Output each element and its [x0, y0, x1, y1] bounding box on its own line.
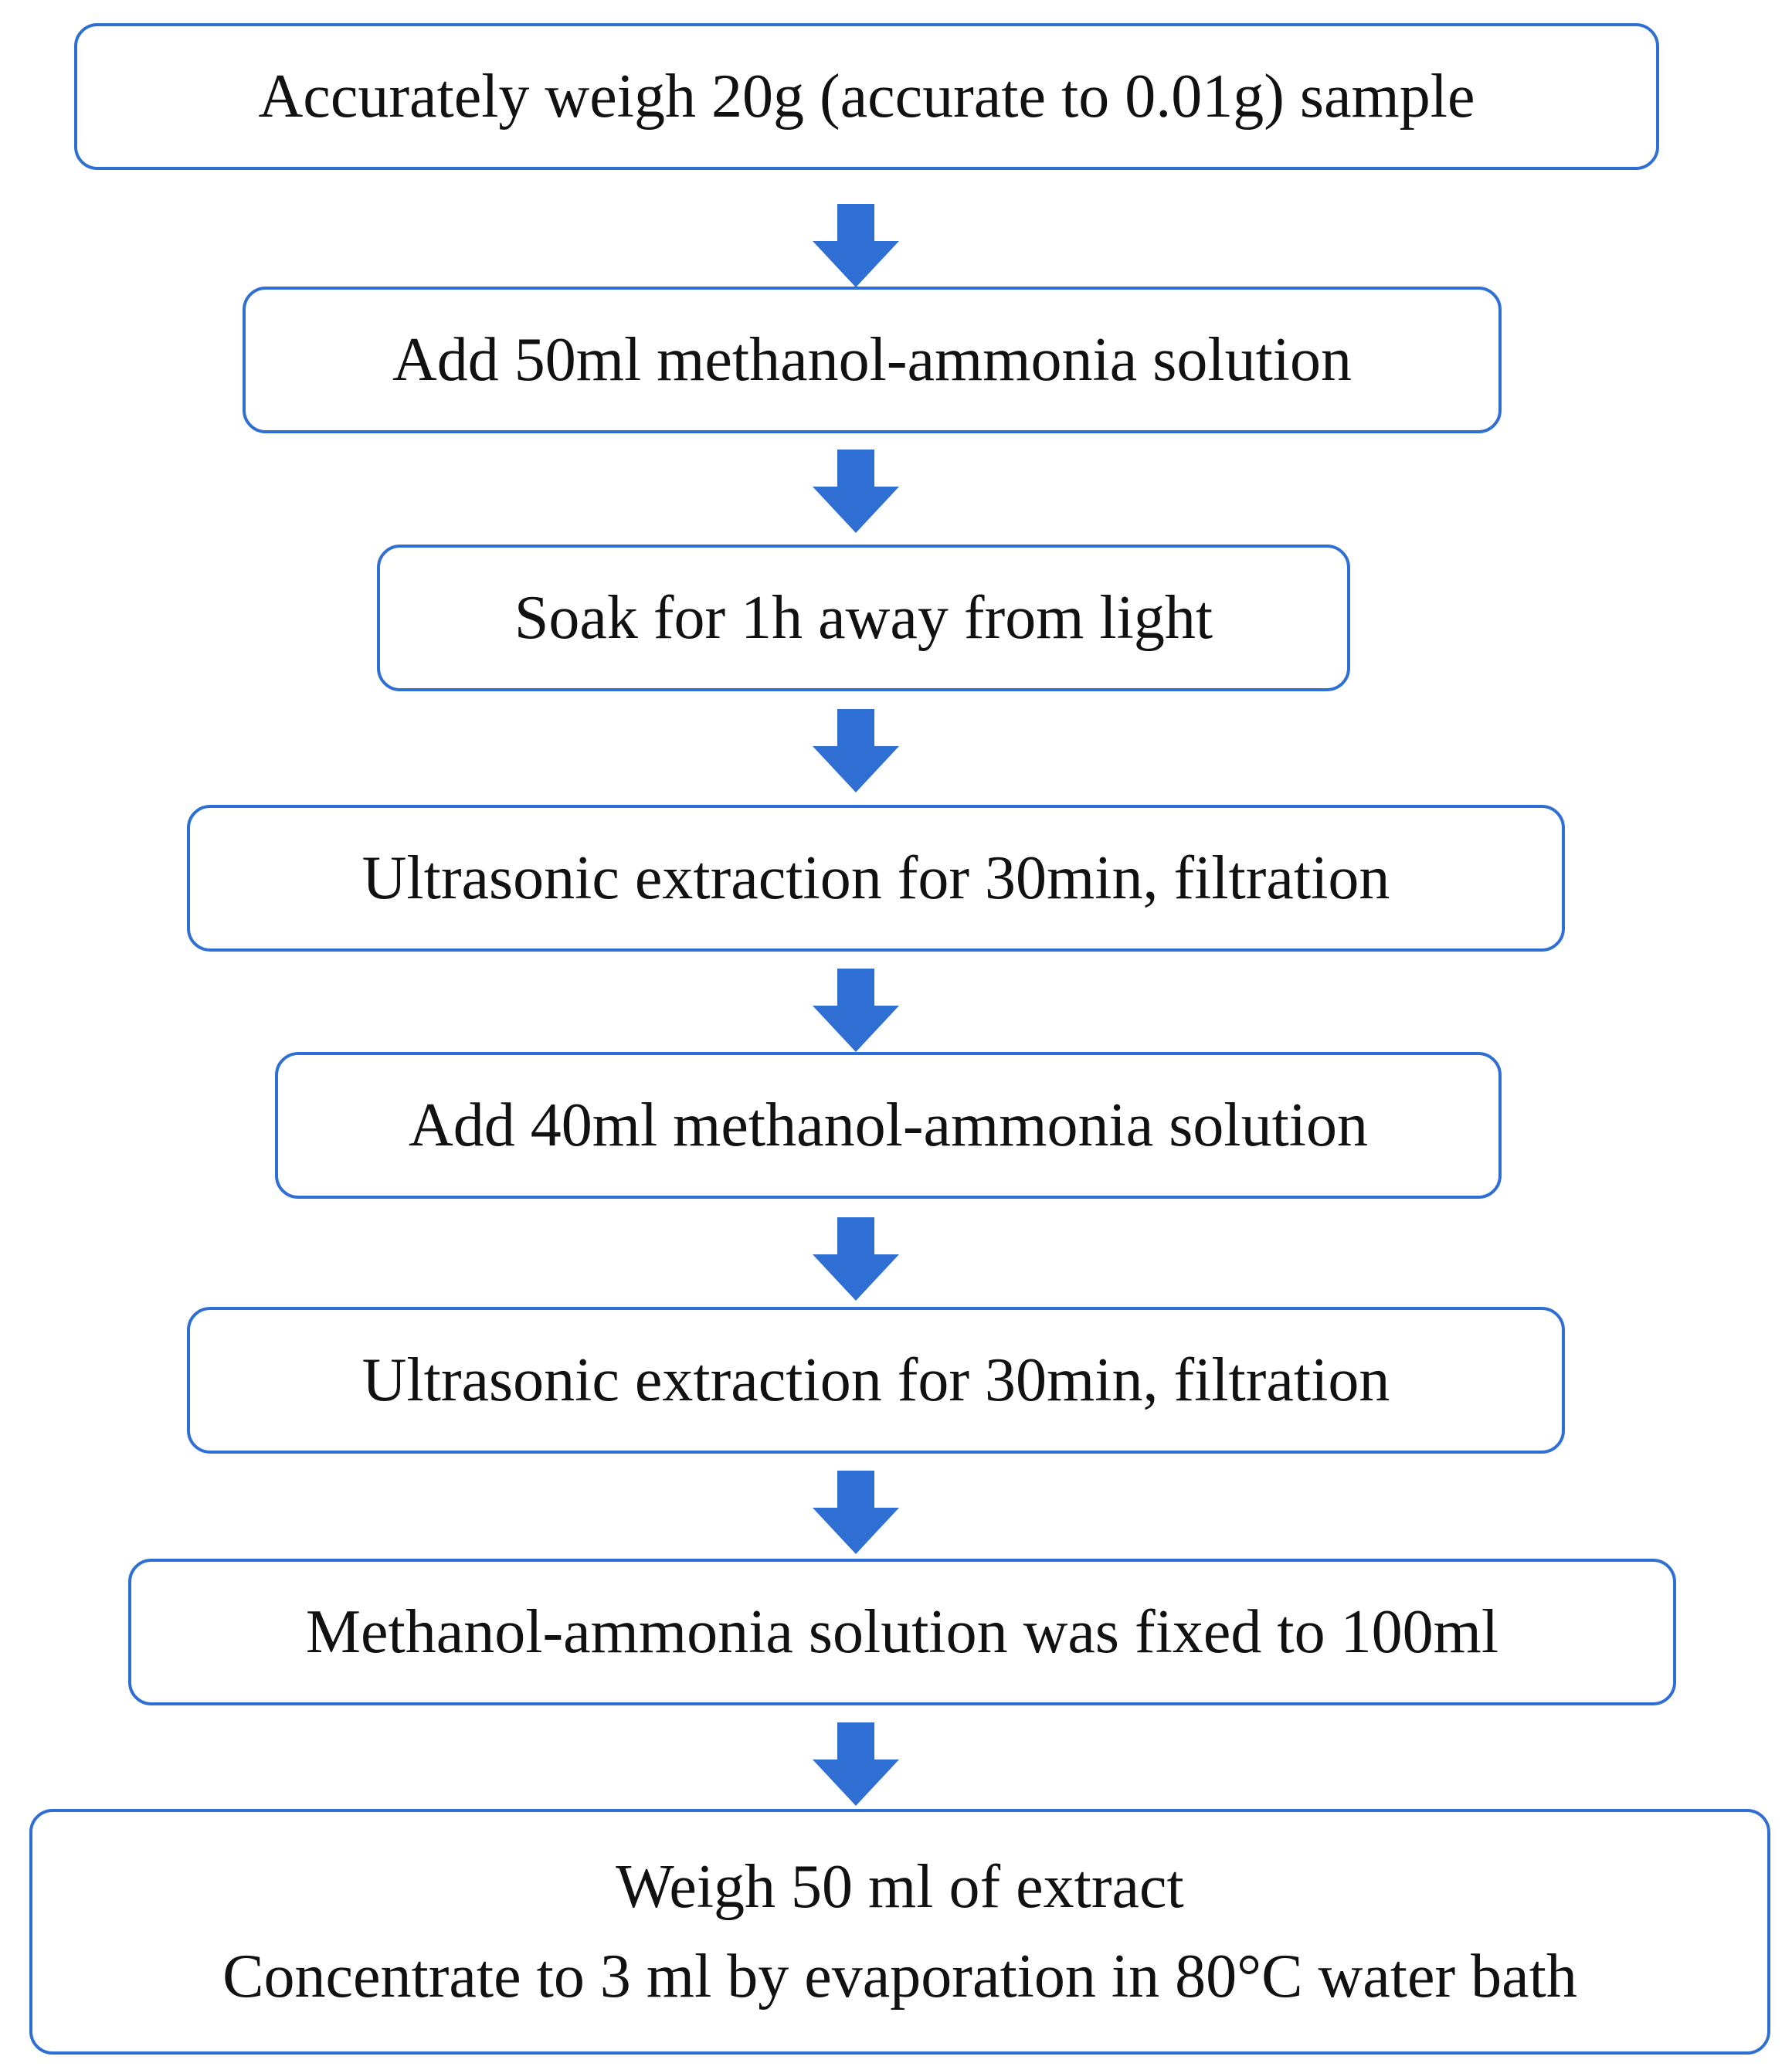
step-8-lines: Weigh 50 ml of extract Concentrate to 3 … [222, 1856, 1577, 2007]
down-arrow-icon [809, 1722, 902, 1807]
step-7-fix-volume: Methanol-ammonia solution was fixed to 1… [128, 1559, 1676, 1705]
step-4-label: Ultrasonic extraction for 30min, filtrat… [361, 844, 1390, 912]
step-1-label: Accurately weigh 20g (accurate to 0.01g)… [258, 63, 1475, 131]
step-1-weigh-sample: Accurately weigh 20g (accurate to 0.01g)… [74, 23, 1659, 170]
down-arrow-icon [809, 204, 902, 289]
step-3-label: Soak for 1h away from light [514, 584, 1213, 652]
step-5-add-40ml: Add 40ml methanol-ammonia solution [275, 1052, 1502, 1199]
step-6-label: Ultrasonic extraction for 30min, filtrat… [361, 1346, 1390, 1414]
step-2-add-50ml: Add 50ml methanol-ammonia solution [243, 287, 1502, 433]
down-arrow-icon [809, 450, 902, 534]
step-8-line-2: Concentrate to 3 ml by evaporation in 80… [222, 1943, 1577, 2011]
down-arrow-icon [809, 709, 902, 794]
step-2-label: Add 50ml methanol-ammonia solution [392, 326, 1352, 394]
step-5-label: Add 40ml methanol-ammonia solution [408, 1091, 1369, 1159]
down-arrow-icon [809, 1471, 902, 1556]
down-arrow-icon [809, 969, 902, 1054]
step-8-line-1: Weigh 50 ml of extract [616, 1853, 1184, 1921]
step-6-ultrasonic-extraction: Ultrasonic extraction for 30min, filtrat… [187, 1307, 1565, 1454]
down-arrow-icon [809, 1217, 902, 1302]
step-7-label: Methanol-ammonia solution was fixed to 1… [305, 1598, 1499, 1666]
step-4-ultrasonic-extraction: Ultrasonic extraction for 30min, filtrat… [187, 805, 1565, 952]
step-3-soak: Soak for 1h away from light [377, 545, 1350, 691]
step-8-weigh-and-concentrate: Weigh 50 ml of extract Concentrate to 3 … [29, 1809, 1770, 2055]
